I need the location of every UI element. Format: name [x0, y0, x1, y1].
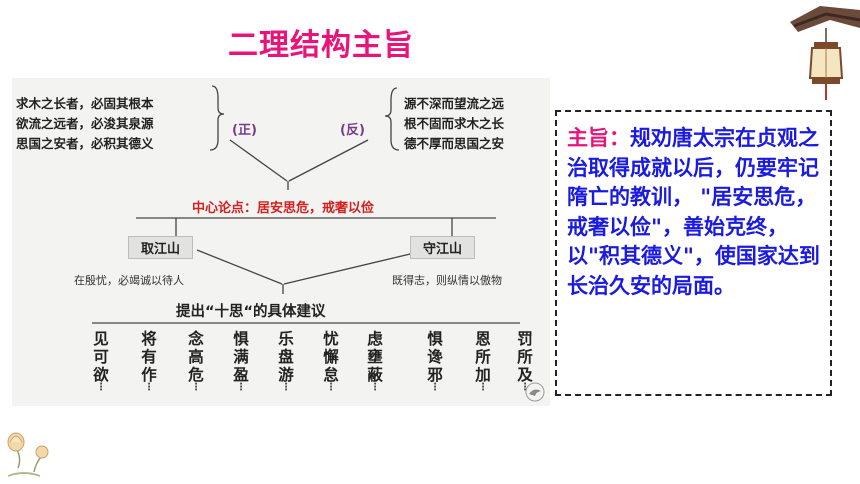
- column-item: 乐盘游⋮: [277, 330, 295, 393]
- column-dots: ⋮: [96, 382, 106, 393]
- column-item: 念高危⋮: [187, 330, 205, 393]
- column-dots: ⋮: [236, 382, 246, 393]
- right-box: 守江山: [410, 236, 476, 259]
- left-box: 取江山: [128, 236, 194, 259]
- column-text: 将有作: [141, 330, 157, 384]
- column-text: 惧满盈: [233, 330, 249, 384]
- left-note: 在殷忧，必竭诚以待人: [74, 274, 184, 287]
- column-dots: ⋮: [144, 382, 154, 393]
- column-text: 恩所加: [475, 330, 491, 384]
- column-text: 虑壅蔽: [367, 330, 383, 384]
- column-dots: ⋮: [326, 382, 336, 393]
- summary-label: 主旨：: [567, 126, 630, 150]
- column-dots: ⋮: [281, 382, 291, 393]
- column-dots: ⋮: [478, 382, 488, 393]
- central-thesis-value: 居安思危，戒奢以俭: [257, 201, 375, 216]
- left-line: 欲流之远者，必浚其泉源: [16, 116, 154, 131]
- right-argument-lines: 源不深而望流之远 根不固而求木之长 德不厚而思国之安: [404, 94, 504, 154]
- lantern-icon: [790, 6, 860, 100]
- right-note: 既得志，则纵情以傲物: [392, 274, 502, 287]
- column-text: 乐盘游: [278, 330, 294, 384]
- left-line: 思国之安者，必积其德义: [16, 136, 154, 151]
- column-item: 虑壅蔽⋮: [366, 330, 384, 393]
- positive-tag: (正): [232, 123, 257, 138]
- right-line: 德不厚而思国之安: [404, 136, 505, 151]
- right-line: 源不深而望流之远: [404, 96, 505, 111]
- negative-tag: (反): [340, 123, 365, 138]
- column-item: 忧懈怠⋮: [322, 330, 340, 393]
- column-item: 惧满盈⋮: [232, 330, 250, 393]
- column-text: 见可欲: [93, 330, 109, 384]
- summary-text: 规劝唐太宗在贞观之治取得成就以后，仍要牢记隋亡的教训， "居安思危，戒奢以俭"，…: [567, 126, 820, 298]
- proposal-text: 提出“十思“的具体建议: [176, 304, 326, 320]
- left-argument-lines: 求木之长者，必固其根本 欲流之远者，必浚其泉源 思国之安者，必积其德义: [16, 94, 154, 154]
- summary-box: 主旨：规劝唐太宗在贞观之治取得成就以后，仍要牢记隋亡的教训， "居安思危，戒奢以…: [555, 110, 832, 396]
- structure-diagram: 求木之长者，必固其根本 欲流之远者，必浚其泉源 思国之安者，必积其德义 (正) …: [12, 78, 550, 406]
- left-line: 求木之长者，必固其根本: [16, 96, 154, 111]
- column-dots: ⋮: [370, 382, 380, 393]
- column-item: 见可欲⋮: [92, 330, 110, 393]
- column-item: 恩所加⋮: [474, 330, 492, 393]
- column-dots: ⋮: [191, 382, 201, 393]
- lotus-icon: [7, 432, 49, 477]
- column-item: 将有作⋮: [140, 330, 158, 393]
- diagram-lines: [92, 85, 520, 324]
- central-thesis-label: 中心论点：: [192, 201, 258, 216]
- page-title: 二理结构主旨: [228, 28, 414, 63]
- column-text: 惧谗邪: [427, 330, 443, 384]
- column-dots: ⋮: [520, 382, 530, 393]
- central-thesis: 中心论点：居安思危，戒奢以俭: [192, 197, 374, 216]
- column-item: 罚所及⋮: [516, 330, 534, 393]
- column-text: 忧懈怠: [323, 330, 339, 384]
- column-text: 念高危: [188, 330, 204, 384]
- bird-stamp-icon: [525, 382, 545, 402]
- column-text: 罚所及: [517, 330, 533, 384]
- column-item: 惧谗邪⋮: [426, 330, 444, 393]
- column-dots: ⋮: [430, 382, 440, 393]
- right-line: 根不固而求木之长: [404, 116, 505, 131]
